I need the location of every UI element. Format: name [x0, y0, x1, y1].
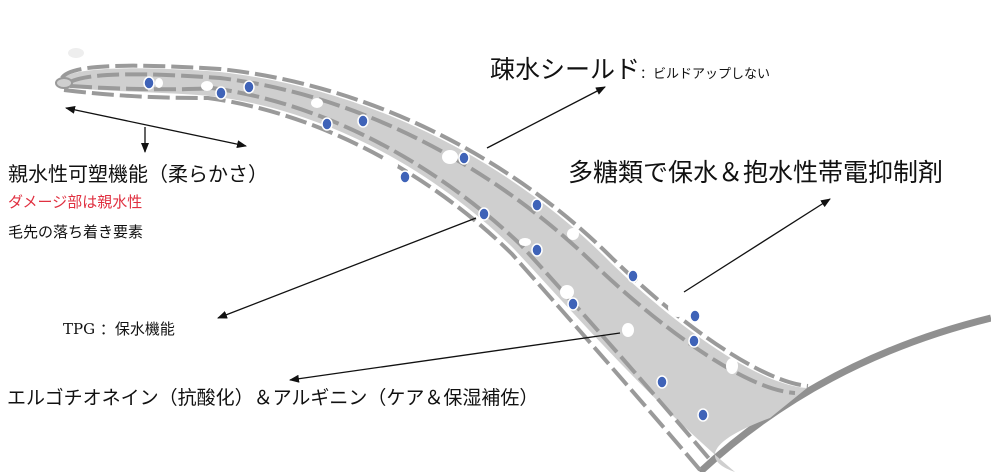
hair-strand [60, 68, 807, 472]
damage-label: ダメージ部は親水性 [8, 193, 143, 211]
blue-dot [357, 114, 369, 128]
blue-dot [627, 269, 639, 283]
white-dot [726, 358, 738, 374]
polysaccharide-arrow [683, 198, 831, 293]
stray-particle [68, 48, 84, 58]
blue-dot [321, 117, 333, 131]
blue-dot [531, 198, 543, 212]
blue-dot [656, 375, 668, 389]
white-dot [567, 228, 579, 240]
polysaccharide-label: 多糖類で保水＆抱水性帯電抑制剤 [568, 158, 944, 187]
white-dot [560, 285, 574, 299]
ergothioneine-label: エルゴチオネイン（抗酸化）＆アルギニン（ケア＆保湿補佐） [7, 387, 539, 409]
blue-dot [697, 408, 709, 422]
blue-dot [215, 86, 227, 100]
white-dot [519, 238, 531, 246]
hair-tip [55, 77, 73, 89]
white-dot [668, 299, 688, 317]
white-dot [155, 78, 163, 88]
blue-dot [478, 207, 490, 221]
tpg-label: TPG ：保水機能 [63, 320, 175, 338]
blue-dot [688, 334, 700, 348]
white-dot [622, 323, 634, 337]
shield-label-sub: ：ビルドアップしない [640, 67, 771, 82]
white-dot [442, 150, 458, 164]
blue-dot [458, 151, 470, 165]
shield-outer-top [60, 63, 809, 388]
blue-dot [689, 309, 701, 323]
white-dot [201, 81, 213, 91]
white-dot [382, 159, 398, 171]
blue-dot [243, 80, 255, 94]
shield-label: 疎水シールド：ビルドアップしない [490, 50, 770, 86]
blue-dot [531, 243, 543, 257]
settle-label: 毛先の落ち着き要素 [8, 223, 144, 241]
hydrophilic-label: 親水性可塑機能（柔らかさ） [8, 162, 268, 186]
tpg-arrow [217, 217, 477, 319]
blue-dot [399, 170, 411, 184]
scalp-curve [697, 314, 991, 472]
ergothioneine-arrow [289, 332, 621, 383]
white-dots [155, 78, 738, 374]
shield-outer-bottom [63, 88, 702, 472]
blue-dot [567, 297, 579, 311]
shield-arrow [486, 86, 606, 149]
shield-inner-bottom [69, 84, 714, 464]
white-dot [311, 98, 323, 108]
shield-label-main: 疎水シールド [490, 55, 641, 84]
blue-dots [143, 76, 709, 422]
blue-dot [143, 76, 155, 90]
shield-inner-top [69, 72, 796, 395]
tip-length-arrow [65, 105, 247, 149]
